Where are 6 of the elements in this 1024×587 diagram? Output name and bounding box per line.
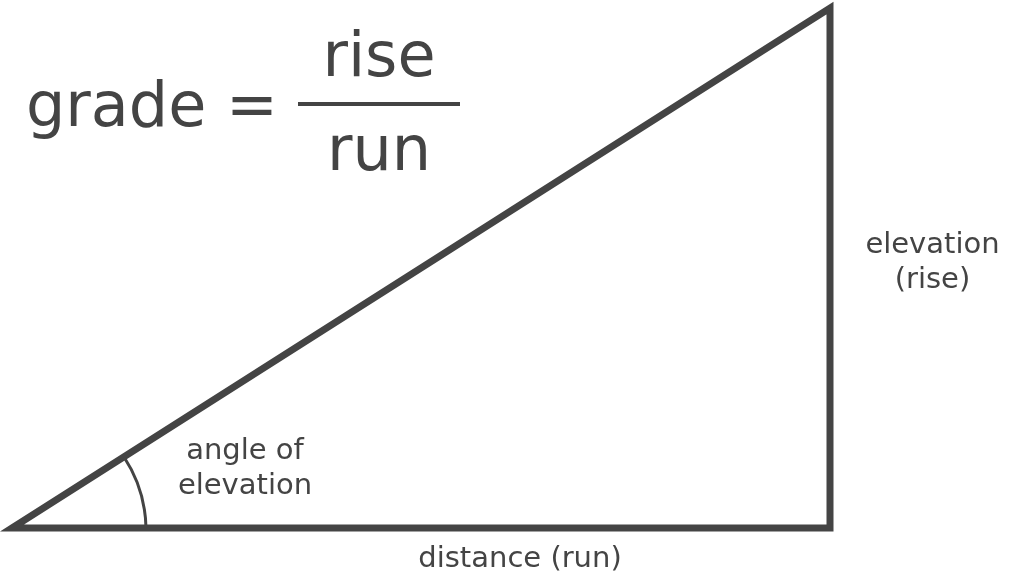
- side-label: elevation (rise): [864, 226, 1001, 296]
- numerator-text: rise: [321, 18, 437, 93]
- angle-label: angle of elevation: [176, 432, 314, 502]
- formula-text: grade =: [26, 68, 279, 143]
- denominator-text: run: [325, 112, 433, 187]
- side-label: distance (run): [417, 540, 623, 575]
